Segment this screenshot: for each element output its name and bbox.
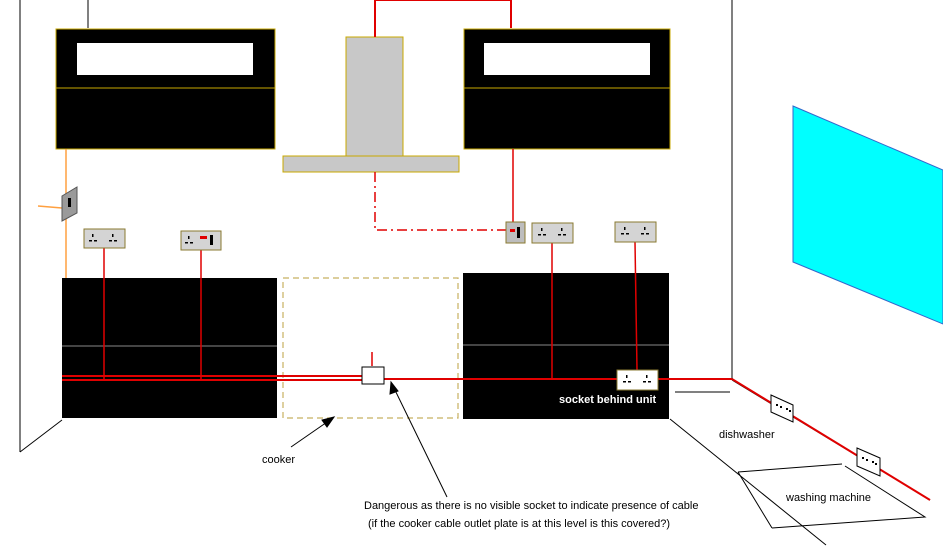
- socket-double-right-2: [614, 221, 657, 243]
- socket-pins: [89, 234, 117, 242]
- socket-plate: [614, 221, 657, 243]
- left-floor-edge: [19, 419, 63, 453]
- arrow-cooker-head: [321, 416, 336, 428]
- cabinet-glass-panel: [484, 43, 650, 75]
- hood-chimney: [345, 36, 404, 157]
- window: [792, 105, 943, 325]
- socket-double-left: [83, 228, 126, 249]
- cables: [62, 0, 931, 501]
- cooker-space: [282, 277, 459, 419]
- spur-switch: [210, 235, 213, 245]
- cable-hood-right-cabinet: [375, 0, 512, 28]
- switch-toggle: [68, 198, 71, 207]
- washing-machine-space-edge: [771, 465, 927, 529]
- socket-plate: [83, 228, 126, 249]
- socket-double-right-1: [531, 222, 574, 244]
- appliance-spaces: [737, 463, 927, 529]
- cable-drop-socket-4: [634, 241, 638, 371]
- socket-switched-spur-left: [180, 230, 222, 251]
- spur-indicator: [200, 236, 207, 239]
- cable-skirting: [731, 378, 931, 501]
- arrow-warning-head: [389, 380, 399, 395]
- arrow-cooker: [290, 416, 336, 448]
- wall-cabinet-right: [463, 28, 671, 150]
- socket-washing-machine: [856, 447, 881, 477]
- wall-cabinet-left: [55, 28, 276, 150]
- arrow-warning-shaft: [392, 385, 448, 498]
- socket-dishwasher: [770, 394, 794, 423]
- base-unit-right: [463, 273, 669, 419]
- fused-spur-switch: [517, 227, 520, 238]
- cable-hood-spur: [374, 172, 506, 231]
- fused-spur-indicator: [510, 229, 515, 232]
- label-socket-behind-unit: socket behind unit: [559, 394, 657, 406]
- fused-spur-hood: [505, 221, 526, 244]
- orange-cable-stub: [37, 205, 63, 209]
- socket-plate: [856, 447, 881, 477]
- warning-text-line-1: Dangerous as there is no visible socket …: [364, 500, 698, 512]
- cooker-hood: [282, 36, 460, 173]
- spur-plate: [180, 230, 222, 251]
- base-unit-left: [62, 278, 277, 418]
- unit-body: [62, 278, 277, 418]
- socket-plate: [531, 222, 574, 244]
- socket-behind-unit: [616, 369, 659, 391]
- arrow-warning: [389, 380, 448, 498]
- junction-box: [361, 366, 385, 385]
- dishwasher-space-edge: [737, 463, 843, 473]
- arrow-cooker-shaft: [290, 419, 331, 448]
- floor-edge: [669, 418, 827, 546]
- socket-plate: [770, 394, 794, 423]
- warning-text-line-2: (if the cooker cable outlet plate is at …: [368, 518, 670, 530]
- appliance-divider: [737, 471, 773, 529]
- socket-plate: [616, 369, 659, 391]
- label-cooker: cooker: [262, 454, 295, 466]
- hood-canopy: [282, 155, 460, 173]
- wall-switch: [61, 186, 78, 222]
- label-washing-machine: washing machine: [785, 492, 871, 504]
- cabinet-glass-panel: [77, 43, 253, 75]
- fused-spur-plate: [505, 221, 526, 244]
- unit-body: [463, 273, 669, 419]
- label-dishwasher: dishwasher: [719, 429, 775, 441]
